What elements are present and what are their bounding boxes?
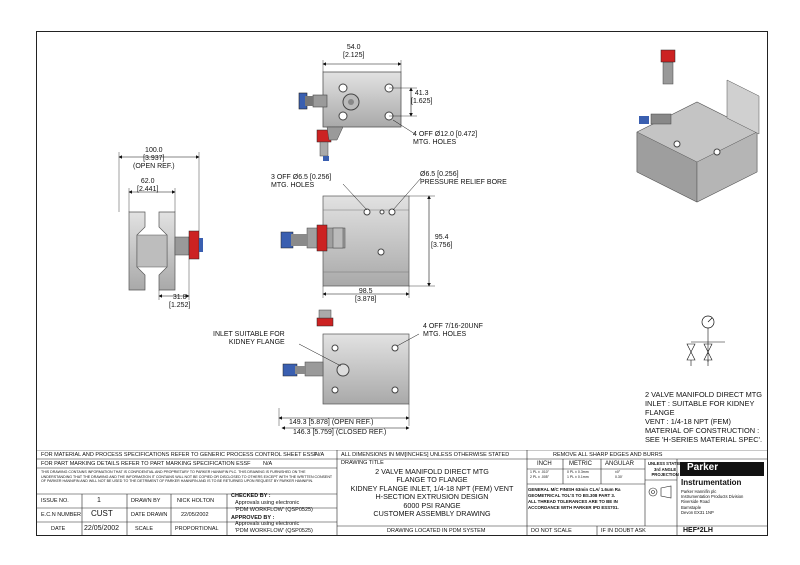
mid-width-dim: 98.5[3.878] <box>355 288 377 303</box>
checked-by-1: Approvals using electronic <box>235 500 300 506</box>
spec-line: SEE 'H-SERIES MATERIAL SPEC'. <box>645 435 762 444</box>
scale-label: SCALE <box>135 526 154 532</box>
date-label: DATE <box>51 526 66 532</box>
title-line: H-SECTION EXTRUSION DESIGN <box>375 492 489 502</box>
drawing-title: 2 VALVE MANIFOLD DIRECT MTG FLANGE TO FL… <box>339 467 525 519</box>
spec-line: INLET : SUITABLE FOR KIDNEY FLANGE <box>645 399 755 417</box>
drawing-title-label: DRAWING TITLE <box>341 460 384 466</box>
issue-no-label: ISSUE NO. <box>41 498 69 504</box>
marking-spec: FOR PART MARKING DETAILS REFER TO PART M… <box>41 461 251 467</box>
title-line: 6000 PSI RANGE <box>403 500 461 510</box>
spec-line: MATERIAL OF CONSTRUCTION : <box>645 426 760 435</box>
title-line: KIDNEY FLANGE INLET, 1/4-18 NPT (FEM) VE… <box>350 483 514 493</box>
projection-icon <box>648 485 672 499</box>
date-drawn: 22/05/2002 <box>181 512 209 518</box>
isometric-view <box>636 49 760 203</box>
side-view <box>118 152 203 300</box>
approved-by-1: Approvals using electronic <box>235 521 300 527</box>
title-line: CUSTOMER ASSEMBLY DRAWING <box>373 509 491 519</box>
approved-by-2: 'PDM WORKFLOW' (QSP0525) <box>235 528 313 534</box>
mid-height-dim: 95.4[3.756] <box>431 234 453 249</box>
drawing-views <box>118 49 760 430</box>
side-width-dim: 100.0[3.937](OPEN REF.) <box>133 147 175 170</box>
drawing-sheet: 54.0[2.125] 41.3[1.625] 4 OFF Ø12.0 [0.4… <box>36 31 768 536</box>
inch-header: INCH <box>537 461 552 467</box>
tol-angular: ±0°0.30' <box>615 470 623 479</box>
relief-bore-note: Ø6.5 [0.256]PRESSURE RELIEF BORE <box>420 171 507 186</box>
company-address: Parker Hannifin plc Instrumentation Prod… <box>681 489 744 515</box>
drawn-by-label: DRAWN BY <box>131 498 161 504</box>
part-number: HEF*2LH <box>683 527 713 534</box>
approved-by-label: APPROVED BY : <box>231 515 275 521</box>
valve-schematic-icon <box>686 315 725 366</box>
bottom-open-dim: 149.3 [5.878] (OPEN REF.) <box>289 419 374 426</box>
checked-by-label: CHECKED BY : <box>231 493 271 499</box>
bottom-view <box>278 309 420 430</box>
division-name: Instrumentation <box>681 478 742 487</box>
ecn-number: CUST <box>91 509 113 518</box>
bottom-closed-dim: 146.3 [5.759] (CLOSED REF.) <box>293 429 387 436</box>
title-line: 2 VALVE MANIFOLD DIRECT MTG <box>375 467 489 476</box>
spec-line: 2 VALVE MANIFOLD DIRECT MTG <box>645 390 763 399</box>
pdm-note: DRAWING LOCATED IN PDM SYSTEM <box>387 528 486 534</box>
confidential-notice: THIS DRAWING CONTAINS INFORMATION THAT I… <box>41 470 333 483</box>
angular-header: ANGULAR <box>605 461 635 467</box>
title-line: FLANGE TO FLANGE <box>396 475 468 485</box>
issue-no: 1 <box>97 497 101 504</box>
side-inner-dim: 62.0[2.441] <box>137 178 159 193</box>
top-width-dim: 54.0[2.125] <box>343 44 365 59</box>
top-holes-note: 4 OFF Ø12.0 [0.472]MTG. HOLES <box>413 131 478 146</box>
material-spec-value: N/A <box>315 452 325 458</box>
spec-line: VENT : 1/4-18 NPT (FEM) <box>645 417 731 426</box>
parker-logo-box <box>680 462 764 476</box>
top-view <box>298 60 417 161</box>
middle-view <box>280 177 435 298</box>
do-not-scale: DO NOT SCALE <box>531 528 572 534</box>
scale-value: PROPORTIONAL <box>175 526 219 532</box>
metric-header: METRIC <box>569 461 592 467</box>
if-in-doubt: IF IN DOUBT ASK <box>601 528 646 534</box>
mid-holes-note: 3 OFF Ø6.5 [0.256]MTG. HOLES <box>271 174 332 189</box>
issue-date: 22/05/2002 <box>84 525 120 532</box>
parker-logo-text: Parker <box>687 462 719 473</box>
checked-by-2: 'PDM WORKFLOW' (QSP0525) <box>235 507 313 513</box>
top-height-dim: 41.3[1.625] <box>411 90 433 105</box>
all-dims-note: ALL DIMENSIONS IN MM[INCHES] UNLESS OTHE… <box>341 452 510 458</box>
spec-notes: 2 VALVE MANIFOLD DIRECT MTG INLET : SUIT… <box>645 390 767 444</box>
ecn-label: E.C.N NUMBER <box>41 512 82 518</box>
tol-inch: 1 PL ± .010"2 PL ± .005" <box>530 470 549 479</box>
remove-edges-note: REMOVE ALL SHARP EDGES AND BURRS <box>553 452 663 458</box>
title-block-grid <box>37 450 767 536</box>
marking-spec-value: N/A <box>263 461 273 467</box>
material-spec: FOR MATERIAL AND PROCESS SPECIFICATIONS … <box>41 452 318 458</box>
drawn-by: NICK HOLTON <box>177 498 215 504</box>
date-drawn-label: DATE DRAWN <box>131 512 168 518</box>
side-bottom-dim: 31.8[1.252] <box>169 294 191 309</box>
